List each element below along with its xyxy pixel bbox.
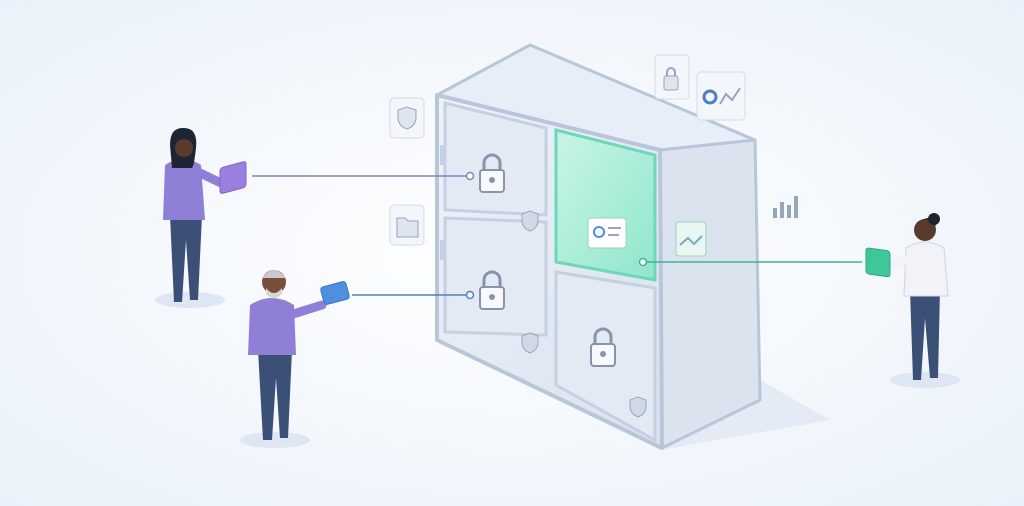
lock-icon [479,270,505,310]
shield-icon [389,97,425,139]
locker-cell-top-right-open [554,128,657,282]
credit-card-icon [865,247,891,278]
id-card-icon [587,217,707,257]
lock-icon [590,327,616,367]
credit-card-icon [219,161,247,194]
shield-icon [521,332,539,354]
folder-icon [389,204,425,246]
locker-cabinet [435,43,762,450]
bar-chart-icon [773,196,798,218]
shield-icon [521,210,539,232]
chart-icon [696,71,746,121]
cabinet-side [658,138,762,450]
person-woman-left [155,127,228,308]
person-woman-right [883,213,960,388]
lock-icon [479,153,505,193]
locker-cell-top-left [443,101,548,217]
locker-cell-bottom-left [443,216,548,337]
lock-icon [654,54,690,100]
shield-icon [629,396,647,418]
credit-card-icon [320,281,350,305]
person-man-left [240,270,327,448]
